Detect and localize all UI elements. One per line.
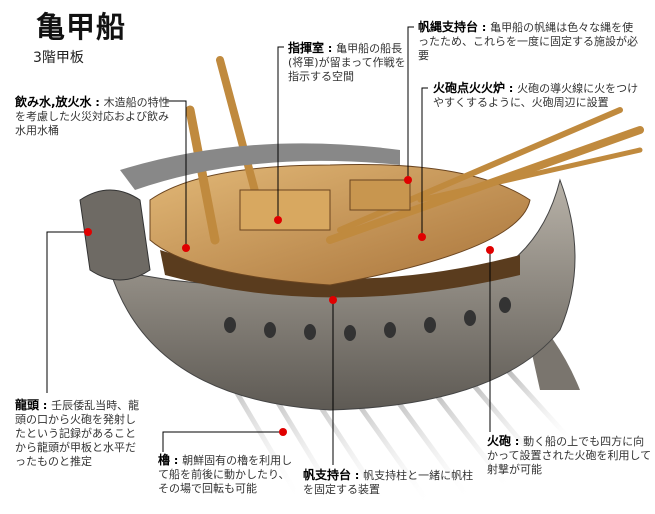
markers: [84, 176, 494, 436]
annotation-oar: 櫓 : 朝鮮固有の櫓を利用して船を前後に動かしたり、その場で回転も可能: [158, 453, 293, 495]
dragon-head: [79, 189, 151, 281]
annotation-dragon: 龍頭 : 壬辰倭乱当時、龍頭の口から火砲を発射したという記録があることから龍頭が…: [15, 398, 140, 468]
marker-dragon: [84, 228, 92, 236]
marker-furnace: [418, 233, 426, 241]
marker-cannon: [486, 246, 494, 254]
annotation-rope: 帆縄支持台 : 亀甲船の帆縄は色々な縄を使ったため、これらを一度に固定する施設が…: [418, 20, 638, 62]
annotation-command: 指揮室 : 亀甲船の船長(将軍)が留まって作戦を指示する空間: [288, 41, 406, 83]
marker-command: [274, 216, 282, 224]
command-cabin: [239, 189, 331, 231]
page-subtitle: 3階甲板: [33, 50, 84, 66]
marker-mast: [329, 296, 337, 304]
annotation-mast: 帆支持台 : 帆支持柱と一緒に帆柱を固定する装置: [303, 468, 474, 496]
leader-lines: [46, 26, 491, 465]
annotation-cannon: 火砲 : 動く船の上でも四方に向かって設置された火砲を利用して射撃が可能: [487, 434, 652, 476]
gunports: [224, 297, 511, 341]
marker-rope: [404, 176, 412, 184]
marker-oar: [279, 428, 287, 436]
roof: [120, 143, 400, 190]
annotation-furnace: 火砲点火火炉 : 火砲の導火線に火をつけやすくするように、火砲周辺に設置: [433, 81, 639, 109]
page-title: 亀甲船: [36, 10, 127, 44]
marker-water: [182, 244, 190, 252]
annotation-water: 飲み水,放火水 : 木造船の特性を考慮した火災対応および飲み水用水桶: [15, 95, 170, 137]
